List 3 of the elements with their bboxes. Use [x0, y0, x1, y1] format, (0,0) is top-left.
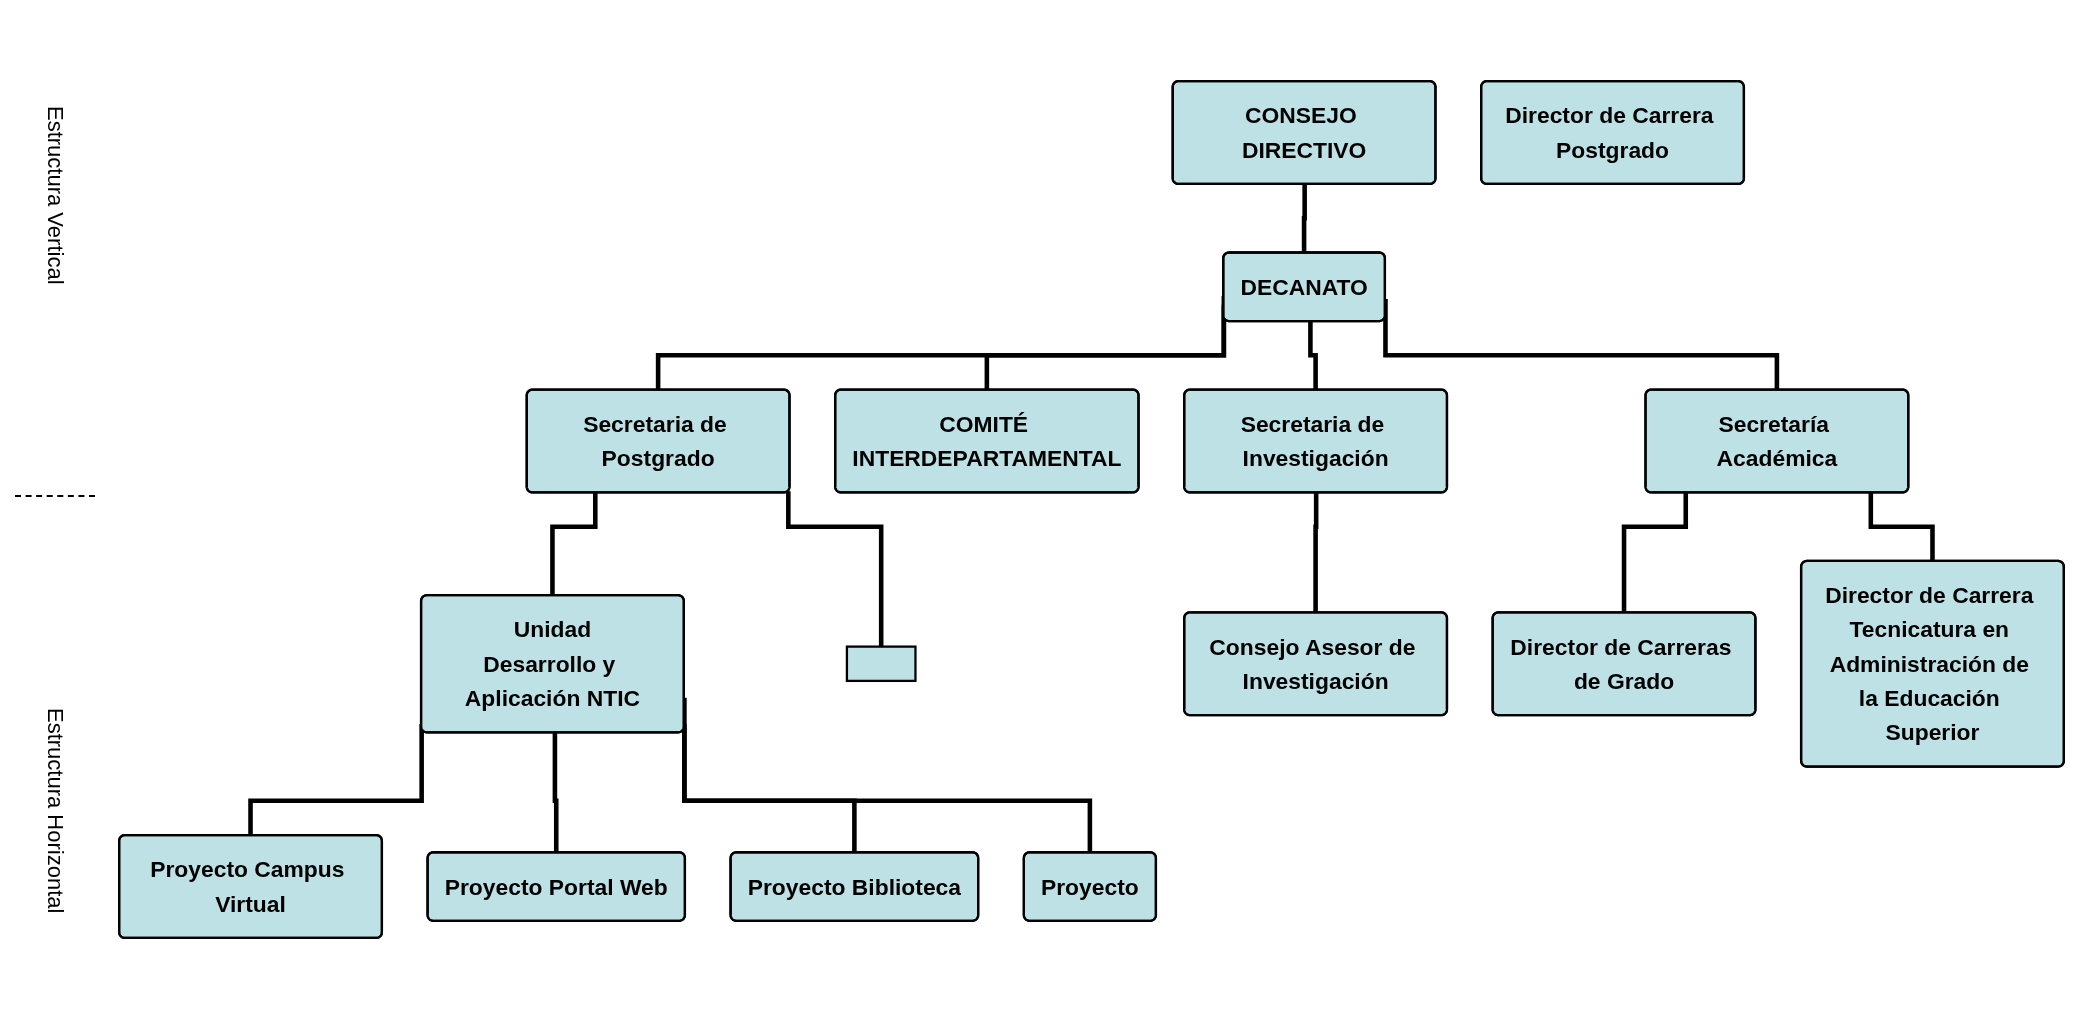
section-label: Estructura Vertical	[42, 105, 68, 284]
node-box	[845, 645, 917, 682]
section-label: Estructura Horizontal	[42, 708, 68, 914]
